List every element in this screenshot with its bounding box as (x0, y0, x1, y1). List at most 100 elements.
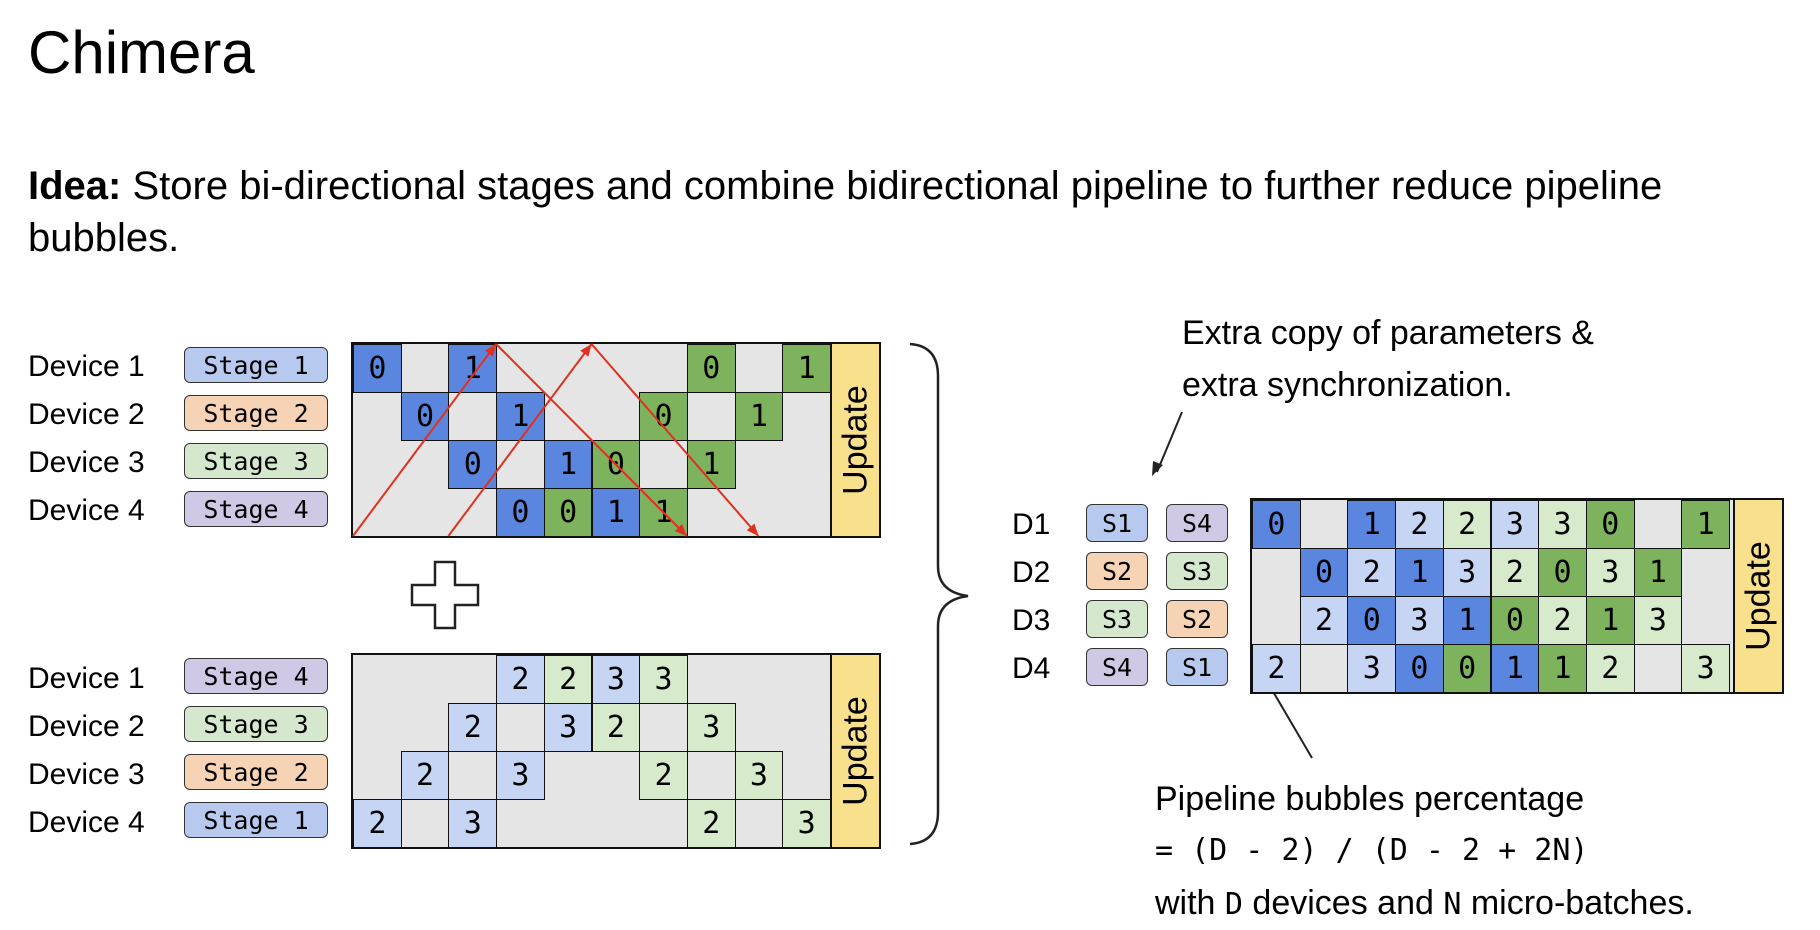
top_panel-cell: 1 (734, 392, 784, 441)
bottom_panel-cell: 2 (496, 655, 545, 704)
right_panel-cell: 3 (1681, 644, 1730, 693)
right_panel-cell: 0 (1490, 596, 1540, 645)
annotation-top-arrowhead (1152, 461, 1163, 476)
top-stage-badge-1: Stage 1 (184, 347, 328, 383)
right_panel-cell: 0 (1347, 596, 1397, 645)
bottom-stage-badge-4: Stage 1 (184, 802, 328, 838)
bottom-stage-badge-1: Stage 4 (184, 658, 328, 694)
note-text-b: devices and (1242, 884, 1444, 922)
bottom_panel-cell: 2 (686, 799, 736, 848)
top-device-label-4: Device 4 (28, 494, 145, 527)
plus-icon (410, 560, 480, 630)
bottom-device-label-3: Device 3 (28, 758, 145, 791)
bottom_panel-cell: 2 (639, 751, 688, 800)
bubbles-note-line-1: Pipeline bubbles percentage (1155, 780, 1585, 818)
top-device-label-2: Device 2 (28, 398, 145, 431)
bottom_panel-cell: 2 (543, 655, 593, 704)
top_panel-cell: 1 (639, 488, 688, 537)
right-stage-a-1: S1 (1086, 504, 1148, 542)
right-device-label-3: D3 (1012, 604, 1051, 637)
annotation-top-line-2: extra synchronization. (1182, 366, 1513, 404)
bottom_panel-cell: 3 (734, 751, 784, 800)
top-stage-badge-4: Stage 4 (184, 491, 328, 527)
right_panel-cell: 2 (1395, 500, 1444, 549)
top_panel-cell: 1 (686, 440, 736, 489)
top-stage-badge-3: Stage 3 (184, 443, 328, 479)
top_panel-cell: 1 (782, 344, 831, 393)
bottom_panel-cell: 3 (782, 799, 831, 848)
top_panel-cell: 1 (591, 488, 641, 537)
right_panel-cell: 3 (1585, 548, 1635, 597)
right_panel-cell: 0 (1299, 548, 1349, 597)
bottom_panel-cell: 3 (496, 751, 545, 800)
right_panel-cell: 3 (1442, 548, 1492, 597)
page-title: Chimera (28, 19, 255, 86)
annotation-bottom-pointer (1267, 682, 1313, 759)
bottom-stage-badge-3: Stage 2 (184, 754, 328, 790)
top-update-block: Update (830, 344, 879, 536)
idea-body: Store bi-directional stages and combine … (28, 164, 1663, 260)
top_panel-cell: 1 (496, 392, 545, 441)
right-stage-a-2: S2 (1086, 552, 1148, 590)
right-device-label-4: D4 (1012, 652, 1051, 685)
right_panel-cell: 1 (1395, 548, 1444, 597)
bottom-device-label-1: Device 1 (28, 662, 145, 695)
right_panel-cell: 0 (1252, 500, 1301, 549)
bottom_panel-cell: 2 (353, 799, 402, 848)
right_panel-cell: 3 (1490, 500, 1540, 549)
note-text-a: with (1155, 884, 1225, 922)
right_panel-cell: 1 (1490, 644, 1540, 693)
right-device-label-2: D2 (1012, 556, 1051, 589)
right_panel-cell: 1 (1538, 644, 1587, 693)
bottom_panel-cell: 3 (591, 655, 641, 704)
note-var-n: N (1443, 887, 1462, 922)
right_panel-cell: 2 (1347, 548, 1397, 597)
bottom_panel-cell: 2 (448, 703, 498, 752)
top_panel-cell: 0 (686, 344, 736, 393)
bottom_panel-cell: 3 (639, 655, 688, 704)
right_panel-cell: 3 (1538, 500, 1587, 549)
right_panel-cell: 0 (1442, 644, 1492, 693)
combine-brace (909, 342, 969, 846)
top_panel-cell: 0 (448, 440, 498, 489)
right-update-block: Update (1733, 500, 1782, 692)
top_panel-cell: 1 (543, 440, 593, 489)
top_panel-cell: 0 (353, 344, 402, 393)
bottom_panel-cell: 2 (591, 703, 641, 752)
top-device-label-1: Device 1 (28, 350, 145, 383)
right_panel-cell: 0 (1538, 548, 1587, 597)
bottom_panel-cell: 3 (686, 703, 736, 752)
top-device-label-3: Device 3 (28, 446, 145, 479)
bottom-update-block: Update (830, 655, 879, 847)
right_panel-cell: 2 (1252, 644, 1301, 693)
right_panel-cell: 1 (1585, 596, 1635, 645)
idea-text: Idea: Store bi-directional stages and co… (28, 160, 1788, 264)
top-update-label: Update (836, 385, 874, 495)
top_panel-cell: 0 (496, 488, 545, 537)
bottom-device-label-2: Device 2 (28, 710, 145, 743)
right_panel-cell: 2 (1585, 644, 1635, 693)
right-stage-a-3: S3 (1086, 600, 1148, 638)
top_panel-cell: 0 (543, 488, 593, 537)
right_panel-cell: 3 (1633, 596, 1683, 645)
bottom-device-label-4: Device 4 (28, 806, 145, 839)
right_panel-cell: 1 (1442, 596, 1492, 645)
right_panel-cell: 3 (1395, 596, 1444, 645)
right-update-label: Update (1739, 541, 1777, 651)
right_panel-cell: 2 (1538, 596, 1587, 645)
idea-label: Idea: (28, 164, 122, 208)
top_panel-cell: 0 (400, 392, 450, 441)
right-stage-b-2: S3 (1166, 552, 1228, 590)
bottom_panel-cell: 2 (400, 751, 450, 800)
right-stage-b-4: S1 (1166, 648, 1228, 686)
right-stage-b-3: S2 (1166, 600, 1228, 638)
bottom-stage-badge-2: Stage 3 (184, 706, 328, 742)
right_panel-cell: 3 (1347, 644, 1397, 693)
top_panel-cell: 0 (591, 440, 641, 489)
right_panel-cell: 0 (1585, 500, 1635, 549)
annotation-top-pointer (1156, 411, 1183, 473)
bottom_panel-cell: 3 (543, 703, 593, 752)
